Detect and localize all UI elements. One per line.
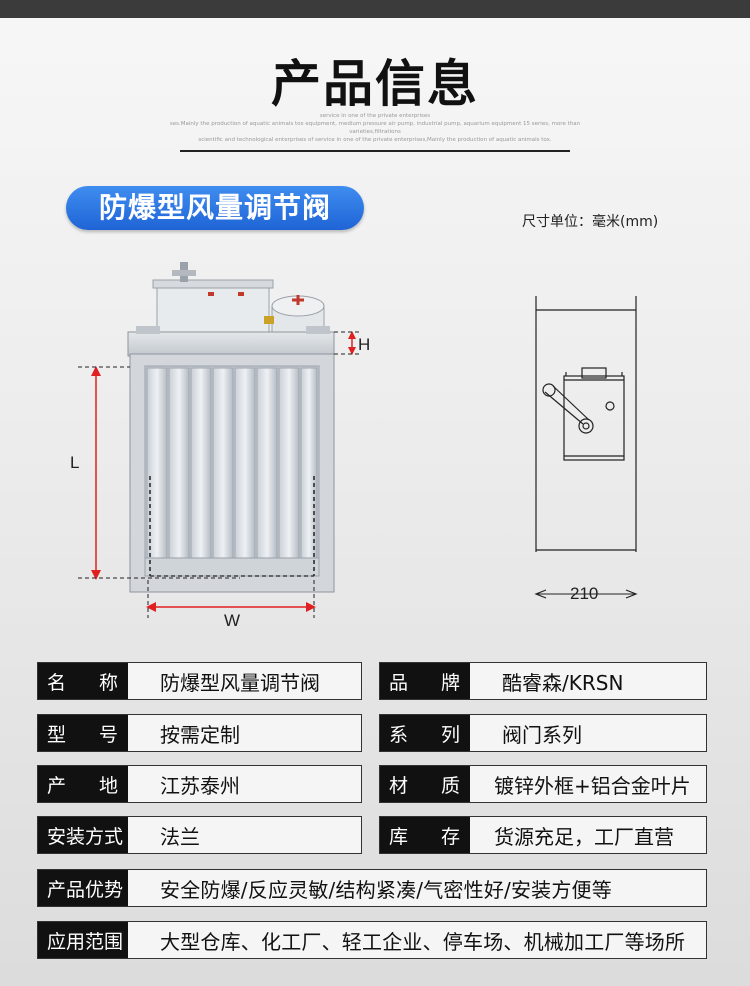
product-drawing: L W H 210 — [70, 262, 638, 630]
spec-value: 货源充足，工厂直营 — [494, 824, 674, 849]
dim-label-W: W — [224, 611, 240, 630]
spec-label: 品牌 — [380, 663, 470, 699]
spec-value: 安全防爆/反应灵敏/结构紧凑/气密性好/安装方便等 — [160, 877, 612, 902]
page-title: 产品信息 — [271, 55, 479, 113]
spec-label: 系列 — [380, 715, 470, 751]
damper-product-image — [127, 262, 335, 593]
spec-label: 应用范围 — [38, 922, 128, 958]
spec-value: 酷睿森/KRSN — [502, 670, 624, 695]
decorative-subtext: service in one of the private enterprise… — [150, 112, 600, 144]
spec-row-name: 名称 防爆型风量调节阀 — [37, 662, 362, 700]
spec-row-series: 系列 阀门系列 — [379, 714, 707, 752]
spec-value: 大型仓库、化工厂、轻工企业、停车场、机械加工厂等场所 — [160, 929, 686, 954]
subtext-line-1: service in one of the private enterprise… — [319, 113, 431, 119]
dimension-lines — [91, 331, 356, 612]
spec-label: 产地 — [38, 766, 128, 802]
product-name-banner: 防爆型风量调节阀 — [66, 186, 364, 230]
spec-value: 法兰 — [160, 824, 200, 849]
spec-label: 产品优势 — [38, 870, 128, 906]
spec-row-advantages: 产品优势 安全防爆/反应灵敏/结构紧凑/气密性好/安装方便等 — [37, 869, 707, 907]
title-divider — [180, 150, 570, 152]
spec-row-scope: 应用范围 大型仓库、化工厂、轻工企业、停车场、机械加工厂等场所 — [37, 921, 707, 959]
subtext-line-2: ses.Mainly the production of aquatic ani… — [169, 121, 581, 135]
dim-label-L: L — [70, 453, 79, 472]
spec-row-install: 安装方式 法兰 — [37, 816, 362, 854]
spec-row-model: 型号 按需定制 — [37, 714, 362, 752]
spec-value: 防爆型风量调节阀 — [160, 670, 320, 695]
spec-value: 江苏泰州 — [160, 773, 240, 798]
side-view-drawing — [534, 296, 638, 599]
spec-label: 名称 — [38, 663, 128, 699]
spec-label: 型号 — [38, 715, 128, 751]
spec-row-stock: 库存 货源充足，工厂直营 — [379, 816, 707, 854]
spec-value: 镀锌外框+铝合金叶片 — [494, 773, 691, 798]
spec-label: 库存 — [380, 817, 470, 853]
spec-label: 安装方式 — [38, 817, 128, 853]
spec-value: 按需定制 — [160, 722, 240, 747]
spec-row-material: 材质 镀锌外框+铝合金叶片 — [379, 765, 707, 803]
subtext-line-3: scientific and technological enterprises… — [198, 137, 552, 143]
spec-row-brand: 品牌 酷睿森/KRSN — [379, 662, 707, 700]
spec-label: 材质 — [380, 766, 470, 802]
top-dark-bar — [0, 0, 750, 18]
spec-value: 阀门系列 — [502, 722, 582, 747]
dim-label-depth: 210 — [570, 584, 598, 603]
spec-row-origin: 产地 江苏泰州 — [37, 765, 362, 803]
dim-label-H: H — [358, 335, 370, 354]
unit-note: 尺寸单位：毫米(mm) — [522, 214, 659, 230]
